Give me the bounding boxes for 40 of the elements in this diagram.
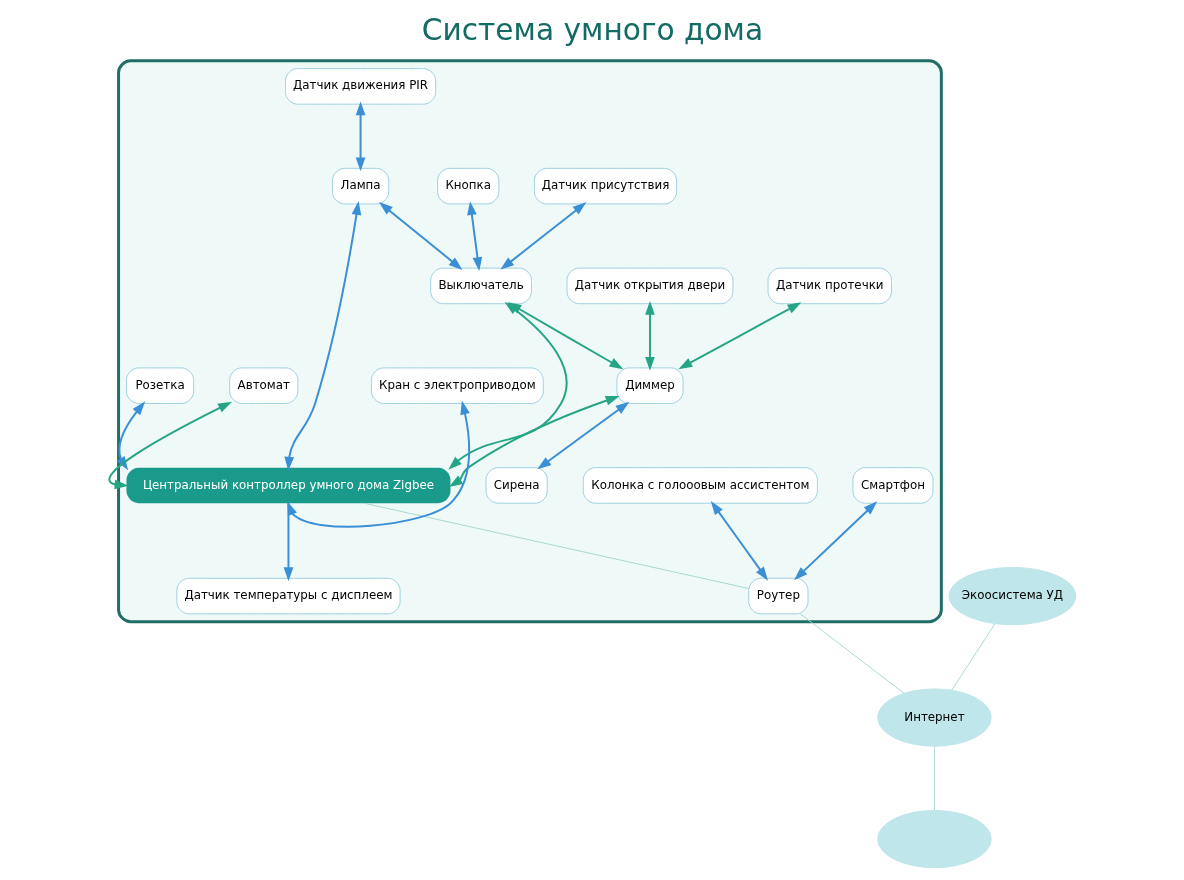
arrow bbox=[507, 302, 623, 370]
connector bbox=[363, 502, 749, 589]
node-box: Датчик присутствия bbox=[533, 167, 677, 205]
node-box: Розетка bbox=[125, 367, 194, 404]
arrow bbox=[710, 500, 768, 581]
arrow bbox=[536, 401, 629, 470]
node-box: Кран с электроприводом bbox=[370, 367, 544, 404]
node-box: Датчик протечки bbox=[767, 267, 892, 305]
arrow bbox=[466, 201, 482, 272]
connector bbox=[950, 623, 995, 691]
connector bbox=[933, 745, 935, 811]
node-box: Кнопка bbox=[436, 167, 499, 205]
arrow bbox=[283, 201, 361, 471]
node-box: Лампа bbox=[331, 167, 389, 205]
node-box: Центральный контроллер умного дома Zigbee bbox=[125, 467, 450, 504]
node-box: Диммер bbox=[615, 367, 684, 404]
arrow bbox=[448, 395, 620, 487]
node-box: Колонка с голооовым ассистентом bbox=[582, 467, 818, 504]
node-box: Смартфон bbox=[851, 467, 933, 504]
node-box: Датчик движения PIR bbox=[284, 68, 436, 105]
node-box: Автомат bbox=[228, 367, 298, 404]
arrow bbox=[286, 400, 470, 528]
arrow bbox=[499, 202, 586, 270]
node-ellipse: Экоосистема УД bbox=[948, 566, 1076, 626]
arrow bbox=[283, 502, 293, 582]
node-box: Выключатель bbox=[429, 267, 532, 305]
node-ellipse: Интернет bbox=[876, 688, 992, 747]
connector bbox=[799, 613, 904, 694]
node-box: Роутер bbox=[747, 577, 808, 615]
arrow bbox=[378, 202, 463, 270]
node-cloud bbox=[876, 809, 992, 869]
node-box: Датчик открытия двери bbox=[566, 267, 733, 305]
arrow bbox=[355, 101, 365, 172]
arrow bbox=[793, 501, 877, 581]
arrow bbox=[644, 300, 655, 371]
arrow bbox=[107, 401, 232, 490]
node-box: Сирена bbox=[485, 467, 548, 504]
diagram-title: Система умного дома bbox=[421, 11, 763, 47]
arrow bbox=[677, 302, 801, 370]
node-box: Датчик температуры с дисплеем bbox=[175, 577, 401, 615]
